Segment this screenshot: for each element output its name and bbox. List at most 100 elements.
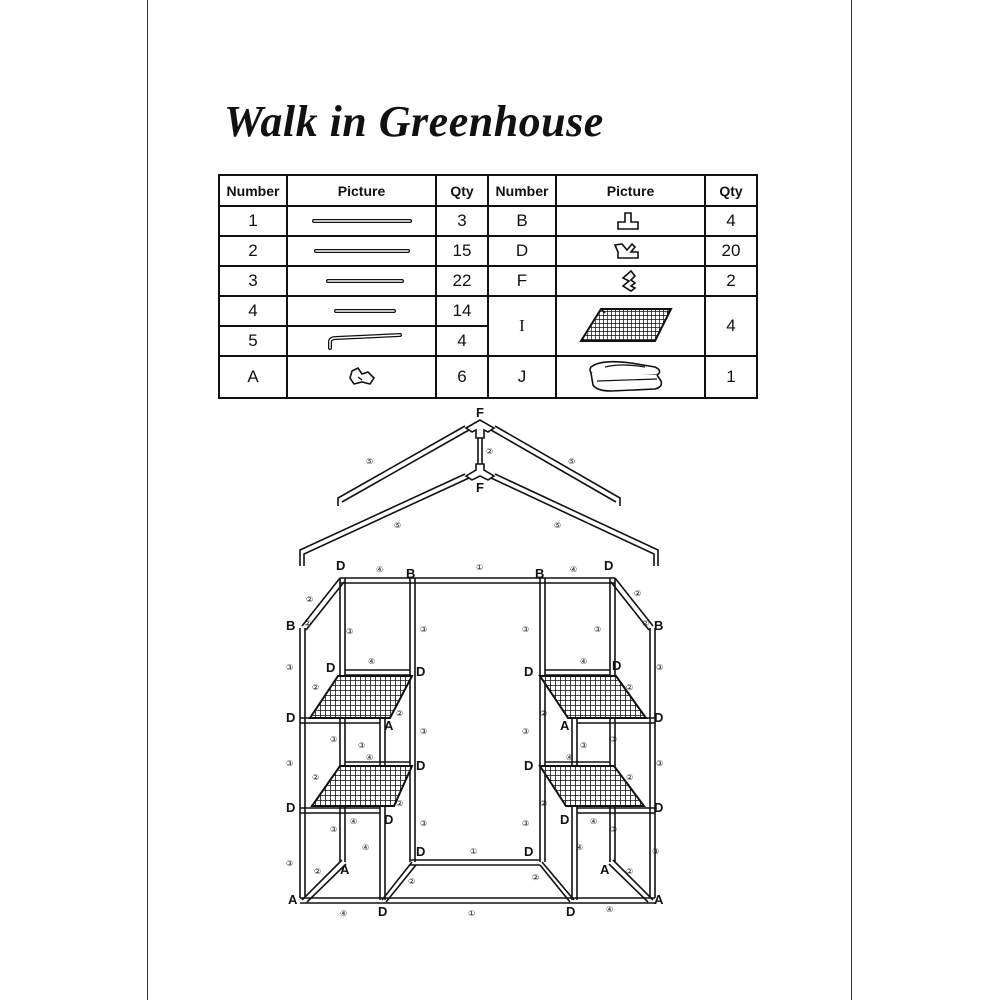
label-pole-2: ② bbox=[304, 619, 311, 628]
table-row: 4 14 I 4 bbox=[218, 295, 758, 357]
label-pole-3: ③ bbox=[594, 625, 601, 634]
label-pole-5: ⑤ bbox=[366, 457, 373, 466]
label-a: A bbox=[288, 892, 298, 907]
label-pole-1: ① bbox=[476, 563, 483, 572]
label-pole-3: ③ bbox=[286, 663, 293, 672]
label-pole-4: ④ bbox=[368, 657, 375, 666]
corner-connector-icon bbox=[286, 355, 437, 399]
label-d: D bbox=[326, 660, 335, 675]
label-pole-4: ④ bbox=[340, 909, 347, 918]
part-number: J bbox=[487, 355, 557, 399]
page-title: Walk in Greenhouse bbox=[224, 97, 604, 146]
label-pole-2: ② bbox=[312, 773, 319, 782]
label-d: D bbox=[286, 710, 295, 725]
label-d: D bbox=[384, 812, 393, 827]
part-number: F bbox=[487, 265, 557, 297]
label-pole-2: ② bbox=[626, 773, 633, 782]
label-pole-5: ⑤ bbox=[568, 457, 575, 466]
part-qty: 6 bbox=[435, 355, 489, 399]
long-pole-icon bbox=[286, 205, 437, 237]
label-pole-5: ⑤ bbox=[394, 521, 401, 530]
part-qty: 1 bbox=[704, 355, 758, 399]
header-number: Number bbox=[218, 174, 288, 207]
label-pole-5: ⑤ bbox=[554, 521, 561, 530]
table-row: 2 15 D 20 bbox=[218, 235, 758, 267]
label-d: D bbox=[416, 844, 425, 859]
label-pole-4: ④ bbox=[590, 817, 597, 826]
header-number: Number bbox=[487, 174, 557, 207]
label-d: D bbox=[416, 758, 425, 773]
label-pole-2: ② bbox=[634, 589, 641, 598]
parts-table: Number Picture Qty Number Picture Qty 1 … bbox=[218, 174, 758, 399]
label-pole-3: ③ bbox=[656, 663, 663, 672]
label-pole-3: ③ bbox=[286, 859, 293, 868]
t-connector-icon bbox=[555, 205, 706, 237]
label-d: D bbox=[654, 800, 663, 815]
label-pole-3: ③ bbox=[420, 727, 427, 736]
label-pole-2: ② bbox=[540, 799, 547, 808]
mesh-shelf-icon bbox=[555, 295, 706, 357]
label-pole-4: ④ bbox=[570, 565, 577, 574]
label-pole-2: ② bbox=[312, 683, 319, 692]
part-number: I bbox=[487, 295, 557, 357]
part-qty: 15 bbox=[435, 235, 489, 267]
label-pole-2: ② bbox=[642, 619, 649, 628]
label-pole-2: ② bbox=[626, 683, 633, 692]
part-qty: 4 bbox=[704, 295, 758, 357]
header-qty: Qty bbox=[704, 174, 758, 207]
four-way-connector-icon bbox=[555, 235, 706, 267]
cover-icon bbox=[555, 355, 706, 399]
table-row: 1 3 B 4 bbox=[218, 205, 758, 237]
label-b: B bbox=[286, 618, 295, 633]
table-row: A 6 J 1 bbox=[218, 355, 758, 399]
label-pole-4: ④ bbox=[362, 843, 369, 852]
label-pole-3: ③ bbox=[330, 825, 337, 834]
label-pole-3: ③ bbox=[580, 741, 587, 750]
label-pole-2: ② bbox=[396, 709, 403, 718]
header-qty: Qty bbox=[435, 174, 489, 207]
assembly-diagram: F F D B B D B B D D D D D A A D D D D D … bbox=[286, 405, 664, 919]
label-d: D bbox=[524, 758, 533, 773]
mesh-shelves bbox=[308, 675, 648, 807]
label-d: D bbox=[612, 658, 621, 673]
label-a: A bbox=[654, 892, 664, 907]
label-pole-3: ③ bbox=[522, 727, 529, 736]
part-number: 1 bbox=[218, 205, 288, 237]
label-f: F bbox=[476, 480, 484, 495]
label-b: B bbox=[535, 566, 544, 581]
long-pole-icon bbox=[286, 235, 437, 267]
label-pole-3: ③ bbox=[358, 741, 365, 750]
short-pole-icon bbox=[286, 295, 437, 327]
label-pole-3: ③ bbox=[420, 625, 427, 634]
label-d: D bbox=[524, 844, 533, 859]
label-b: B bbox=[654, 618, 663, 633]
label-pole-3: ③ bbox=[346, 627, 353, 636]
label-pole-1: ① bbox=[468, 909, 475, 918]
label-pole-2: ② bbox=[306, 595, 313, 604]
label-pole-3: ③ bbox=[420, 819, 427, 828]
label-pole-4: ④ bbox=[606, 905, 613, 914]
label-pole-4: ④ bbox=[366, 753, 373, 762]
label-d: D bbox=[524, 664, 533, 679]
part-qty: 22 bbox=[435, 265, 489, 297]
roof-assembly bbox=[299, 419, 659, 566]
label-f: F bbox=[476, 405, 484, 420]
table-row: 5 4 bbox=[218, 325, 757, 357]
label-pole-1: ① bbox=[470, 847, 477, 856]
label-d: D bbox=[378, 904, 387, 919]
part-qty: 14 bbox=[435, 295, 489, 327]
label-pole-4: ④ bbox=[566, 753, 573, 762]
label-d: D bbox=[286, 800, 295, 815]
label-pole-4: ④ bbox=[580, 657, 587, 666]
header-picture: Picture bbox=[555, 174, 706, 207]
label-d: D bbox=[560, 812, 569, 827]
page-frame bbox=[147, 0, 852, 1000]
label-pole-3: ③ bbox=[286, 759, 293, 768]
label-pole-3: ③ bbox=[610, 735, 617, 744]
label-pole-2: ② bbox=[408, 877, 415, 886]
part-qty: 20 bbox=[704, 235, 758, 267]
label-a: A bbox=[560, 718, 570, 733]
part-number: 4 bbox=[218, 295, 288, 327]
part-qty: 4 bbox=[704, 205, 758, 237]
label-pole-3: ③ bbox=[522, 625, 529, 634]
